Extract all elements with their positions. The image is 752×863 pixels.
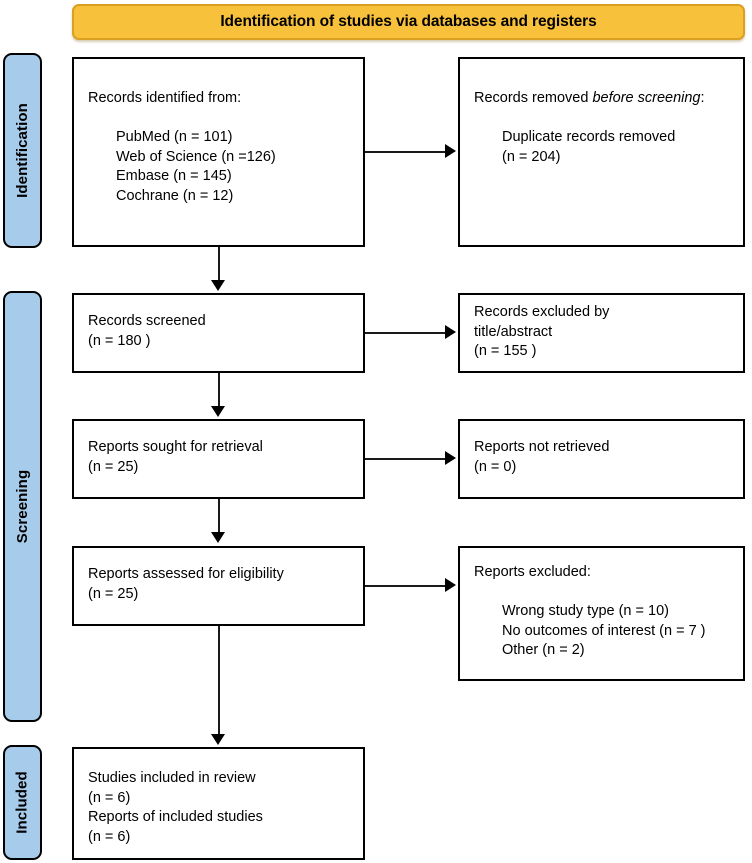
arrow-identified-to-screened-head [211, 280, 225, 291]
box-records-excluded-title-abstract: Records excluded by title/abstract (n = … [458, 293, 745, 373]
arrow-screened-to-excluded-line [365, 332, 445, 334]
arrow-sought-to-assessed-line [218, 499, 220, 532]
box-records-removed-content: Records removed before screening: Duplic… [474, 89, 733, 167]
reports-sought-label: Reports sought for retrieval [88, 439, 263, 455]
source-cochrane: Cochrane (n = 12) [116, 187, 234, 204]
reason-other: Other (n = 2) [502, 642, 585, 658]
phase-label-included-text: Included [14, 771, 32, 834]
reports-of-included-studies-label: Reports of included studies [88, 809, 263, 825]
box-records-screened-content: Records screened (n = 180 ) [88, 312, 353, 351]
records-identified-heading: Records identified from: [88, 90, 242, 106]
arrow-sought-to-assessed-head [211, 532, 225, 543]
studies-included-count: (n = 6) [88, 789, 131, 806]
reports-not-retrieved-count: (n = 0) [474, 458, 517, 475]
duplicate-records-removed-count: (n = 204) [502, 148, 561, 165]
arrow-assessed-to-excluded-head [445, 578, 456, 592]
studies-included-label: Studies included in review [88, 770, 256, 786]
arrow-screened-to-excluded-head [445, 325, 456, 339]
phase-label-screening-text: Screening [14, 469, 31, 544]
records-screened-count: (n = 180 ) [88, 332, 151, 349]
reason-no-outcomes-of-interest: No outcomes of interest (n = 7 ) [502, 622, 706, 639]
reports-of-included-studies-count: (n = 6) [88, 828, 131, 845]
header-banner: Identification of studies via databases … [72, 4, 745, 40]
reports-not-retrieved-label: Reports not retrieved [474, 439, 610, 455]
source-pubmed: PubMed (n = 101) [116, 129, 233, 145]
reports-sought-count: (n = 25) [88, 458, 139, 475]
arrow-assessed-to-excluded-line [365, 585, 445, 587]
arrow-sought-to-not-retrieved-head [445, 451, 456, 465]
arrow-screened-to-sought-line [218, 373, 220, 406]
records-excluded-line-1: Records excluded by [474, 304, 610, 320]
reports-assessed-label: Reports assessed for eligibility [88, 566, 284, 582]
reports-excluded-heading: Reports excluded: [474, 564, 591, 580]
box-reports-sought: Reports sought for retrieval (n = 25) [72, 419, 365, 499]
box-reports-excluded-content: Reports excluded: Wrong study type (n = … [474, 563, 733, 661]
records-excluded-count: (n = 155 ) [474, 343, 537, 359]
box-reports-assessed: Reports assessed for eligibility (n = 25… [72, 546, 365, 626]
phase-label-identification: Identification [3, 53, 42, 248]
box-reports-sought-content: Reports sought for retrieval (n = 25) [88, 438, 353, 477]
source-embase: Embase (n = 145) [116, 168, 232, 184]
arrow-sought-to-not-retrieved-line [365, 458, 445, 460]
records-removed-heading-italic: before screening [592, 90, 701, 106]
box-records-excluded-title-abstract-content: Records excluded by title/abstract (n = … [474, 303, 733, 362]
phase-label-identification-text: Identification [14, 103, 32, 198]
records-removed-heading-prefix: Records removed [474, 90, 593, 106]
box-reports-not-retrieved-content: Reports not retrieved (n = 0) [474, 438, 733, 477]
arrow-identified-to-removed-line [365, 151, 445, 153]
box-reports-excluded: Reports excluded: Wrong study type (n = … [458, 546, 745, 681]
phase-label-screening: Screening [3, 291, 42, 722]
box-reports-assessed-content: Reports assessed for eligibility (n = 25… [88, 565, 353, 604]
box-studies-included-content: Studies included in review (n = 6) Repor… [88, 769, 353, 847]
arrow-assessed-to-included-head [211, 734, 225, 745]
arrow-identified-to-screened-line [218, 247, 220, 280]
arrow-identified-to-removed-head [445, 144, 456, 158]
box-records-identified: Records identified from: PubMed (n = 101… [72, 57, 365, 247]
records-screened-label: Records screened [88, 313, 206, 329]
arrow-screened-to-sought-head [211, 406, 225, 417]
duplicate-records-removed-label: Duplicate records removed [502, 129, 676, 145]
box-studies-included: Studies included in review (n = 6) Repor… [72, 747, 365, 860]
source-web-of-science: Web of Science (n =126) [116, 148, 276, 165]
arrow-assessed-to-included-line [218, 626, 220, 734]
box-records-identified-content: Records identified from: PubMed (n = 101… [88, 89, 353, 206]
records-removed-heading: Records removed before screening: [474, 89, 733, 109]
box-reports-not-retrieved: Reports not retrieved (n = 0) [458, 419, 745, 499]
box-records-removed: Records removed before screening: Duplic… [458, 57, 745, 247]
records-removed-heading-suffix: : [700, 90, 705, 106]
box-records-screened: Records screened (n = 180 ) [72, 293, 365, 373]
phase-label-included: Included [3, 745, 42, 860]
reason-wrong-study-type: Wrong study type (n = 10) [502, 603, 669, 619]
records-excluded-line-2: title/abstract [474, 323, 553, 340]
header-banner-title: Identification of studies via databases … [220, 13, 597, 30]
reports-assessed-count: (n = 25) [88, 585, 139, 602]
